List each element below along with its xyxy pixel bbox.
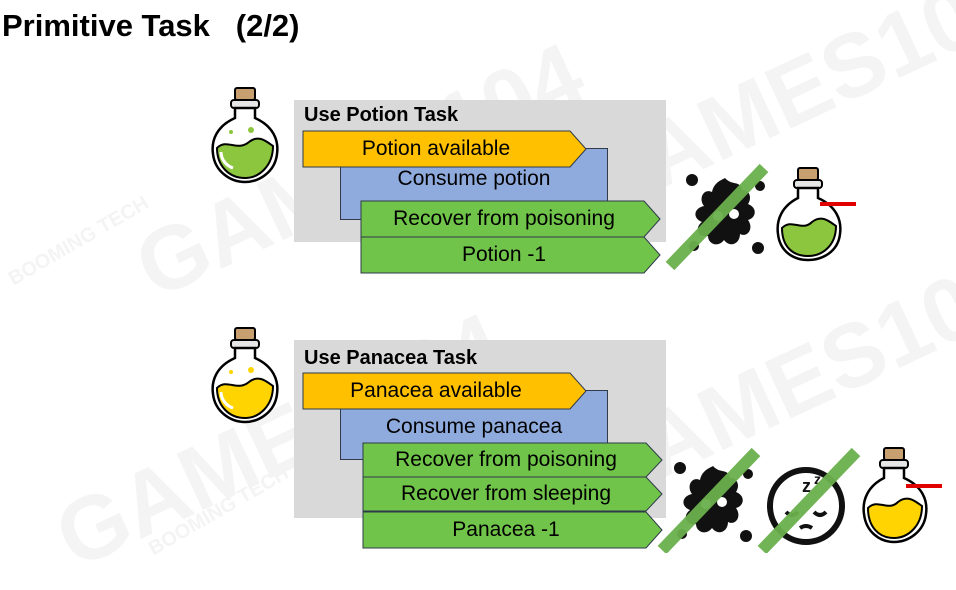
panacea-bottle-icon	[211, 327, 279, 424]
effect-label: Recover from sleeping	[400, 482, 612, 505]
strike-line-icon	[657, 448, 761, 553]
watermark-booming-tech: BOOMING TECH	[4, 192, 153, 291]
effect-label: Potion -1	[461, 243, 547, 266]
panacea-bottle-minus-icon	[862, 447, 942, 544]
precondition-label: Potion available	[361, 137, 511, 160]
effect-label: Recover from poisoning	[393, 207, 615, 230]
precondition-arrow	[302, 372, 587, 410]
task-title: Use Panacea Task	[304, 347, 478, 369]
precondition-arrow	[302, 130, 587, 168]
slide-title: Primitive Task (2/2)	[2, 8, 300, 43]
effect-label: Panacea -1	[452, 518, 560, 541]
effect-arrow	[360, 200, 661, 238]
effect-arrow	[362, 511, 663, 549]
watermark-booming-tech: BOOMING TECH	[144, 462, 293, 561]
effect-label: Recover from poisoning	[395, 448, 617, 471]
svg-text:z: z	[802, 476, 811, 496]
effect-arrow	[360, 236, 661, 274]
strike-line-icon	[757, 448, 861, 553]
potion-bottle-minus-icon	[776, 167, 856, 262]
svg-text:z: z	[814, 471, 821, 487]
potion-bottle-icon	[211, 87, 279, 184]
task-title: Use Potion Task	[304, 104, 459, 126]
effect-arrow	[362, 476, 663, 512]
strike-line-icon	[665, 163, 769, 271]
effect-arrow	[362, 442, 663, 478]
precondition-label: Panacea available	[350, 379, 522, 402]
